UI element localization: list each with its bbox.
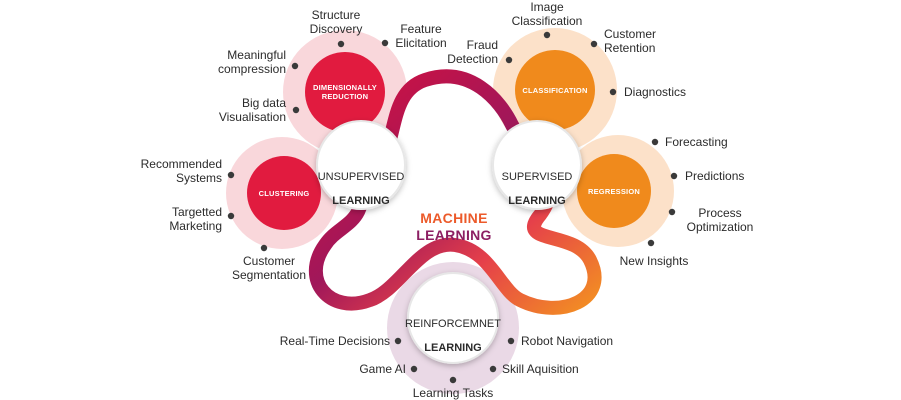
dot-robot-navigation [507, 337, 515, 345]
flow-ribbon [308, 69, 602, 315]
dot-targetted-marketing [227, 212, 235, 220]
dot-customer-segmentation [260, 244, 268, 252]
label-meaningful-compression: Meaningful compression [217, 48, 286, 76]
dot-forecasting [651, 138, 659, 146]
title-dimensionally-reduction: DIMENSIONALLY REDUCTION [313, 83, 377, 101]
label-recommended-systems: Recommended Systems [140, 157, 222, 185]
dot-feature-elicitation [381, 39, 389, 47]
label-customer-segmentation: Customer Segmentation [231, 254, 307, 282]
label-learning-tasks: Learning Tasks [412, 386, 494, 400]
label-targetted-marketing: Targetted Marketing [169, 205, 222, 233]
center-title-line2: LEARNING [416, 227, 492, 243]
hub-unsupervised-line1: UNSUPERVISED [317, 171, 405, 183]
label-feature-elicitation: Feature Elicitation [395, 22, 447, 50]
label-customer-retention: Customer Retention [604, 27, 657, 55]
hub-label-supervised: SUPERVISED LEARNING [487, 159, 587, 219]
dot-image-classification [543, 31, 551, 39]
label-image-classification: Image Classification [511, 0, 583, 28]
dot-recommended-systems [227, 171, 235, 179]
dot-process-optimization [668, 208, 676, 216]
dot-diagnostics [609, 88, 617, 96]
dot-customer-retention [590, 40, 598, 48]
title-regression: REGRESSION [587, 187, 640, 196]
dot-meaningful-compression [291, 62, 299, 70]
label-real-time-decisions: Real-Time Decisions [279, 334, 390, 348]
dot-structure-discovery [337, 40, 345, 48]
hub-label-reinforcement: REINFORCEMNET LEARNING [398, 306, 508, 366]
hub-reinforcement-line1: REINFORCEMNET [405, 318, 501, 330]
node-regression [577, 154, 651, 228]
label-diagnostics: Diagnostics [624, 85, 687, 99]
dot-skill-aquisition [489, 365, 497, 373]
dot-predictions [670, 172, 678, 180]
node-clustering [247, 156, 321, 230]
node-dimensionally-reduction [305, 52, 385, 132]
dot-big-data [292, 106, 300, 114]
label-forecasting: Forecasting [665, 135, 728, 149]
hub-label-unsupervised: UNSUPERVISED LEARNING [311, 159, 411, 219]
title-clustering: CLUSTERING [258, 189, 310, 198]
label-new-insights: New Insights [619, 254, 689, 268]
dot-game-ai [410, 365, 418, 373]
label-skill-aquisition: Skill Aquisition [502, 362, 579, 376]
hub-reinforcement [407, 272, 499, 364]
label-process-optimization: Process Optimization [686, 206, 754, 234]
hub-supervised [492, 120, 582, 210]
label-predictions: Predictions [685, 169, 745, 183]
label-game-ai: Game AI [359, 362, 406, 376]
label-structure-discovery: Structure Discovery [309, 8, 363, 36]
dot-new-insights [647, 239, 655, 247]
title-classification: CLASSIFICATION [522, 86, 588, 95]
node-classification [515, 50, 595, 130]
dot-learning-tasks [449, 376, 457, 384]
center-title: MACHINE LEARNING [392, 210, 516, 244]
hub-reinforcement-line2: LEARNING [424, 342, 482, 354]
hub-unsupervised-line2: LEARNING [332, 195, 390, 207]
bullet-dots [227, 31, 678, 384]
hub-supervised-line1: SUPERVISED [501, 171, 573, 183]
dot-fraud-detection [505, 56, 513, 64]
hub-unsupervised [316, 120, 406, 210]
label-robot-navigation: Robot Navigation [521, 334, 614, 348]
hub-supervised-line2: LEARNING [508, 195, 566, 207]
center-title-line1: MACHINE [420, 210, 488, 226]
label-fraud-detection: Fraud Detection [447, 38, 498, 66]
label-big-data-visualisation: Big data Visualisation [218, 96, 286, 124]
dot-real-time-decisions [394, 337, 402, 345]
